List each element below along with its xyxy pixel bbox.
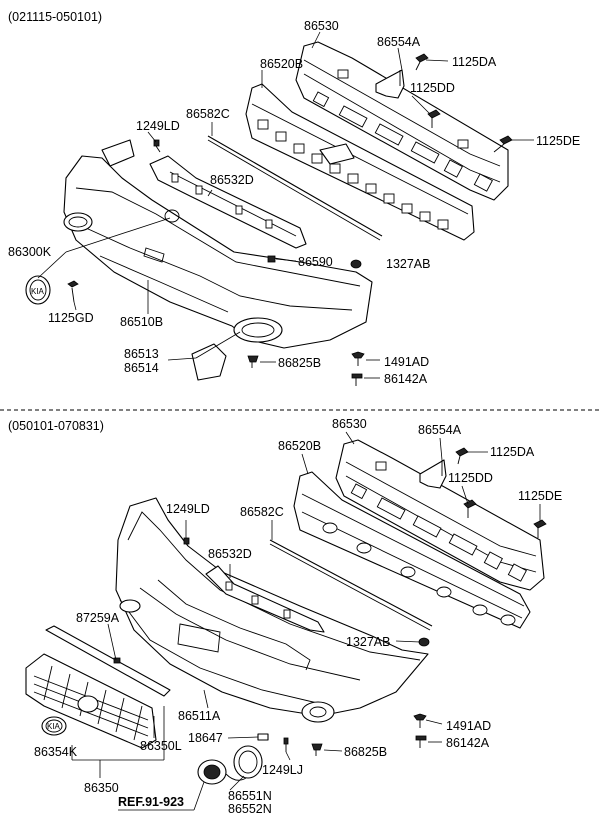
label-1125DD: 1125DD [410, 81, 455, 95]
label-1491AD: 1491AD [384, 355, 429, 369]
label-86825B: 86825B [344, 745, 387, 759]
label-18647: 18647 [188, 731, 223, 745]
label-86582C: 86582C [240, 505, 284, 519]
ref-label-91-923[interactable]: REF.91-923 [118, 795, 184, 809]
label-86350L: 86350L [140, 739, 182, 753]
label-1125DE: 1125DE [536, 134, 580, 148]
label-86350: 86350 [84, 781, 119, 795]
label-86554A: 86554A [377, 35, 421, 49]
bolt-1125DA [455, 447, 469, 465]
strip-86582C [269, 539, 433, 627]
clip-1249LD [183, 537, 190, 545]
fog-lamp-bezel-86551N [233, 745, 263, 779]
label-86825B: 86825B [278, 356, 321, 370]
label-86552N: 86552N [228, 802, 272, 816]
label-86530: 86530 [332, 417, 367, 431]
bracket-86532D [205, 565, 325, 633]
label-86511A: 86511A [178, 709, 221, 723]
label-86514: 86514 [124, 361, 159, 375]
label-86532D: 86532D [210, 173, 254, 187]
molding-87259A [45, 625, 171, 697]
label-1125DD: 1125DD [448, 471, 493, 485]
bracket-86532D [149, 155, 307, 249]
label-1249LJ: 1249LJ [262, 763, 303, 777]
svg-text:KIA: KIA [31, 287, 45, 296]
bumper-beam-86520B [245, 83, 475, 241]
bolt-1125DE [533, 519, 547, 538]
label-86582C: 86582C [186, 107, 230, 121]
label-86551N: 86551N [228, 789, 272, 803]
clip-86590 [267, 255, 276, 263]
section-2: (050101-070831) [8, 417, 562, 816]
clip-86825B [247, 355, 259, 368]
screw-86142A [415, 735, 427, 748]
label-86554A: 86554A [418, 423, 462, 437]
screw-86142A [351, 373, 363, 386]
label-86300K: 86300K [8, 245, 52, 259]
section-1-date-range: (021115-050101) [8, 10, 102, 24]
label-1327AB: 1327AB [346, 635, 390, 649]
label-86142A: 86142A [384, 372, 428, 386]
bumper-beam-86520B [293, 471, 531, 629]
clip-1491AD [413, 713, 427, 728]
nut-1327AB [418, 637, 430, 647]
svg-text:KIA: KIA [47, 722, 61, 731]
clip-1249LJ [283, 737, 289, 752]
energy-absorber-86530 [295, 41, 509, 201]
screw-18647 [257, 733, 269, 741]
emblem-86300K: KIA [25, 275, 51, 305]
screw-1125GD [67, 280, 79, 303]
label-1249LD: 1249LD [136, 119, 180, 133]
label-87259A: 87259A [76, 611, 120, 625]
label-86530: 86530 [304, 19, 339, 33]
bolt-1125DA [415, 53, 429, 71]
bumper-cover-86510B [63, 139, 373, 349]
grille-86350 [25, 653, 157, 749]
label-86510B: 86510B [120, 315, 163, 329]
label-86513: 86513 [124, 347, 159, 361]
label-86590: 86590 [298, 255, 333, 269]
section-2-leaders [71, 431, 541, 811]
label-1125DA: 1125DA [452, 55, 497, 69]
fog-lamp-ref-91-923 [197, 759, 247, 785]
label-1249LD: 1249LD [166, 502, 210, 516]
label-86532D: 86532D [208, 547, 252, 561]
section-1-leaders [37, 31, 534, 379]
label-86520B: 86520B [260, 57, 303, 71]
energy-absorber-86530 [335, 439, 545, 591]
label-1327AB: 1327AB [386, 257, 430, 271]
bolt-1125DD [427, 109, 441, 128]
bolt-1125DD [463, 499, 477, 518]
strip-86582C [207, 135, 383, 237]
clip-86825B [311, 743, 323, 756]
label-86142A: 86142A [446, 736, 490, 750]
bracket-86554A [419, 459, 447, 489]
section-1: (021115-050101) [8, 10, 580, 386]
label-86354K: 86354K [34, 745, 78, 759]
emblem-86354K: KIA [41, 716, 67, 736]
clip-1491AD [351, 351, 365, 366]
label-1125DA: 1125DA [490, 445, 535, 459]
cover-86513 [191, 343, 227, 381]
label-86520B: 86520B [278, 439, 321, 453]
section-2-date-range: (050101-070831) [8, 419, 104, 433]
nut-1327AB [350, 259, 362, 269]
label-1125GD: 1125GD [48, 311, 94, 325]
clip-1249LD [153, 139, 161, 153]
label-1125DE: 1125DE [518, 489, 562, 503]
label-1491AD: 1491AD [446, 719, 491, 733]
